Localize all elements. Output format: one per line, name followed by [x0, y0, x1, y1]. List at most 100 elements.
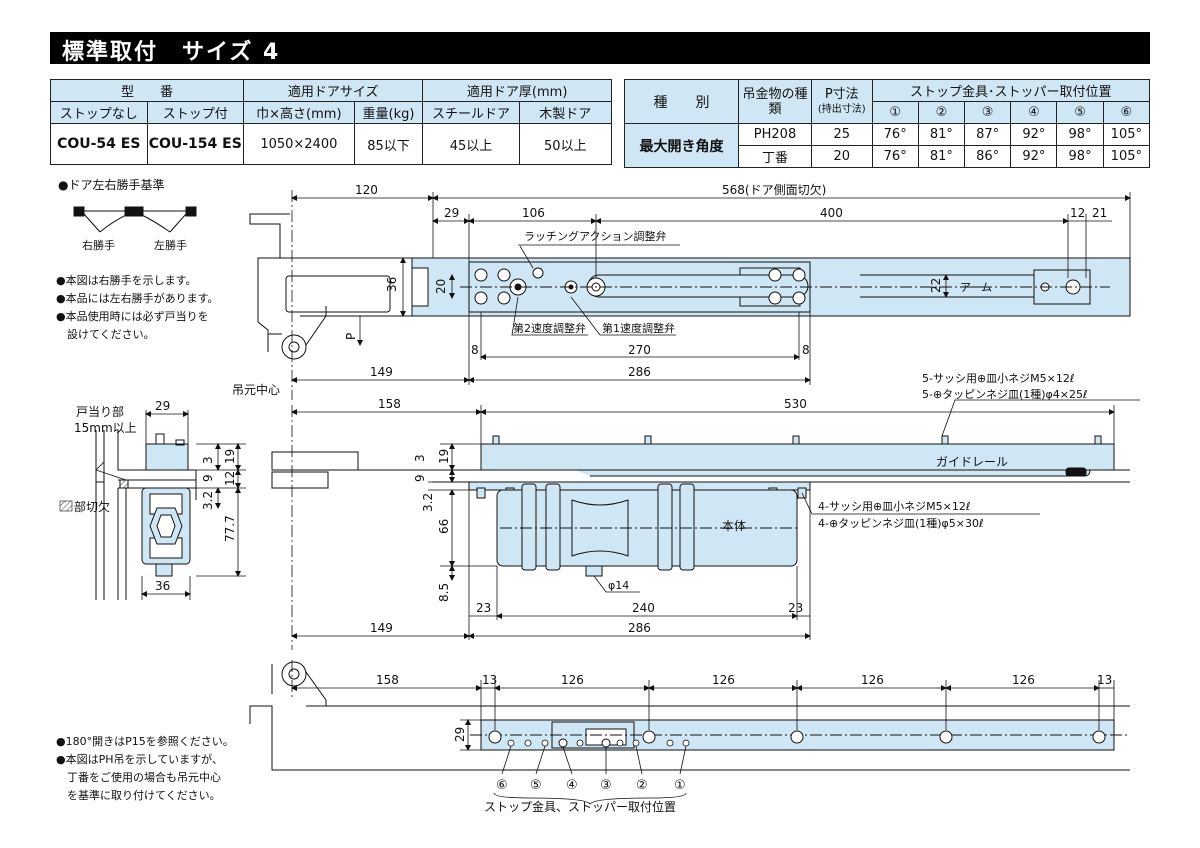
note-line: 設けてください。 — [56, 328, 155, 341]
hand-left-label: 左勝手 — [154, 238, 187, 252]
dim-240: 240 — [632, 601, 655, 615]
dim-20: 20 — [434, 279, 448, 294]
dim-120: 120 — [355, 183, 378, 197]
dim-19-section: 19 — [223, 449, 237, 464]
dim-19-side: 19 — [437, 449, 451, 464]
header-no-stop: ストップなし — [50, 101, 148, 124]
dim-29: 29 — [444, 206, 459, 220]
bottom-view-dimensions — [291, 660, 1115, 805]
dim-85-side: 8.5 — [437, 583, 451, 602]
dim-158-side: 158 — [378, 397, 401, 411]
stop-area-label: 戸当り部 — [76, 404, 124, 419]
dim-13-left: 13 — [482, 673, 497, 687]
side-view — [271, 435, 1130, 577]
screw-label-4a: 4-サッシ用⊕皿小ネジM5×12ℓ — [818, 500, 970, 513]
guide-rail-label: ガイドレール — [936, 455, 1008, 469]
dim-3-section: 3 — [201, 456, 215, 464]
dim-106: 106 — [522, 206, 545, 220]
p-ph208: 25 — [810, 123, 873, 146]
angle-cell: 98° — [1056, 145, 1104, 168]
note-line: 丁番をご使用の場合も吊元中心 — [56, 771, 221, 784]
position-1-header: ① — [871, 101, 919, 124]
dim-21: 21 — [1092, 206, 1107, 220]
header-p-label: P寸法 — [824, 86, 859, 102]
hand-title: ●ドア左右勝手基準 — [58, 178, 165, 192]
cutout-label: 部切欠 — [74, 499, 110, 514]
dim-126-d: 126 — [1012, 673, 1035, 687]
dim-530-side: 530 — [784, 397, 807, 411]
header-stop-position: ストップ金具･ストッパー取付位置 — [871, 79, 1151, 102]
dim-23-left: 23 — [476, 601, 491, 615]
dim-29-bottom: 29 — [453, 727, 467, 742]
dim-36: 36 — [385, 277, 399, 292]
top-view — [249, 213, 1131, 360]
header-door-thickness: 適用ドア厚(mm) — [422, 79, 612, 102]
body-label: 本体 — [722, 519, 746, 533]
screw-label-4b: 4-⊕タッピンネジ皿(1種)φ5×30ℓ — [818, 516, 984, 530]
dim-36-section: 36 — [155, 579, 170, 593]
arm-label: アーム — [960, 281, 992, 294]
dim-149: 149 — [370, 365, 393, 379]
model-spec-table: 型 番 適用ドアサイズ 適用ドア厚(mm) ストップなし ストップ付 巾×高さ(… — [50, 79, 613, 165]
dim-270: 270 — [628, 343, 651, 357]
angle-cell: 86° — [964, 145, 1012, 168]
note-line: ●本品には左右勝手があります。 — [56, 292, 219, 305]
dim-9-section: 9 — [201, 474, 215, 482]
dim-8-right: 8 — [802, 343, 810, 357]
side-view-dimensions — [291, 399, 1140, 650]
dim-p: P — [344, 333, 358, 340]
dim-13-right: 13 — [1097, 673, 1112, 687]
header-door-size: 適用ドアサイズ — [242, 79, 424, 102]
note-line: ●本図はPH吊を示していますが、 — [56, 753, 223, 766]
note-line: ●180°開きはP15を参照ください。 — [56, 735, 234, 748]
row-max-angle: 最大開き角度 — [623, 123, 740, 168]
dim-400: 400 — [820, 206, 843, 220]
note-line: ●本品使用時には必ず戸当りを — [56, 310, 209, 323]
dim-286: 286 — [628, 365, 651, 379]
note-line: ●本図は右勝手を示します。 — [56, 274, 197, 287]
position-5-header: ⑤ — [1056, 101, 1104, 124]
angle-cell: 87° — [964, 123, 1012, 146]
dim-12-section: 12 — [223, 471, 237, 486]
top-view-labels: 120 568(ドア側面切欠) 29 106 400 12 21 36 20 2… — [232, 182, 1107, 397]
value-wood: 50以上 — [518, 123, 613, 165]
model-no-stop: COU-54 ES — [50, 123, 148, 165]
header-hanger: 吊金物の種類 — [738, 79, 812, 124]
position-4-header: ④ — [1010, 101, 1058, 124]
dim-66-side: 66 — [437, 519, 451, 534]
hand-diagram: 右勝手 左勝手 — [73, 206, 197, 252]
hand-right-label: 右勝手 — [82, 238, 115, 252]
dim-9-side: 9 — [413, 474, 427, 482]
screw-label-5b: 5-⊕タッピンネジ皿(1種)φ4×25ℓ — [922, 387, 1088, 401]
model-with-stop: COU-154 ES — [146, 123, 244, 165]
dim-777-section: 77.7 — [223, 515, 237, 542]
dim-126-c: 126 — [861, 673, 884, 687]
angle-cell: 105° — [1102, 123, 1151, 146]
bottom-view — [249, 661, 1130, 771]
valve-1-label: 第1速度調整弁 — [602, 321, 675, 335]
notes-top: ●本図は右勝手を示します。 ●本品には左右勝手があります。 ●本品使用時には必ず… — [56, 272, 219, 344]
valve-2-label: 第2速度調整弁 — [513, 321, 586, 335]
dim-126-b: 126 — [712, 673, 735, 687]
header-p-sub: (持出寸法) — [817, 103, 866, 115]
header-wood: 木製ドア — [518, 101, 613, 124]
header-type: 種 別 — [623, 79, 740, 124]
stop-area-label-2: 15mm以上 — [74, 421, 137, 435]
notes-bottom: ●180°開きはP15を参照ください。 ●本図はPH吊を示していますが、 丁番を… — [56, 733, 234, 805]
title-banner: 標準取付 サイズ 4 — [50, 32, 1150, 65]
dim-12: 12 — [1070, 206, 1085, 220]
angle-cell: 81° — [917, 123, 966, 146]
dim-568: 568(ドア側面切欠) — [722, 182, 826, 197]
angle-cell: 81° — [917, 145, 966, 168]
section-view-dimensions — [95, 410, 246, 600]
dim-phi14: φ14 — [608, 579, 629, 592]
stop-position-4: ④ — [566, 778, 578, 793]
dim-29-section: 29 — [155, 399, 170, 413]
value-weight: 85以下 — [353, 123, 424, 165]
dim-23-right: 23 — [788, 601, 803, 615]
p-hinge: 20 — [810, 145, 873, 168]
stop-position-1: ① — [674, 778, 686, 793]
note-line: を基準に取り付けてください。 — [56, 789, 221, 802]
header-steel: スチールドア — [422, 101, 520, 124]
